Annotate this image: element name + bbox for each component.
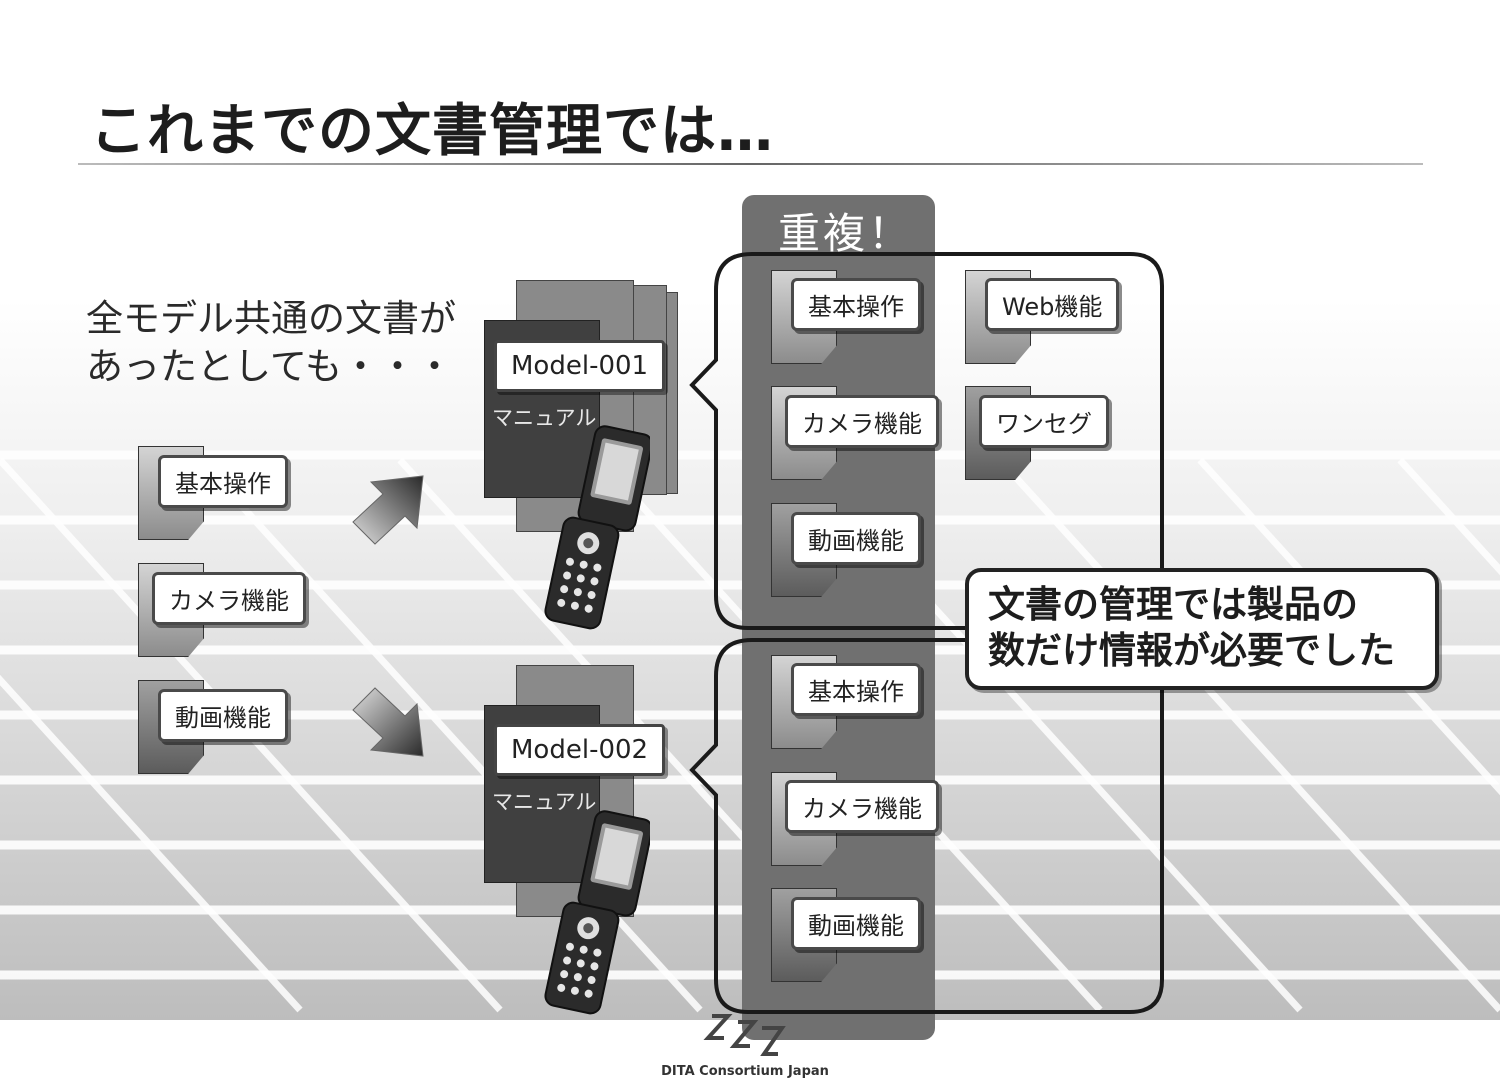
footer-org-name: DITA Consortium Japan [661,1064,829,1079]
model-001-doc-basic-label: 基本操作 [791,278,921,331]
manual-001-title: マニュアル [492,406,597,430]
title-divider [78,163,1423,165]
common-doc-basic-label: 基本操作 [158,455,288,508]
model-002-doc-camera-label: カメラ機能 [785,780,939,833]
flip-phone-001-icon [544,425,650,630]
model-002-label: Model-002 [494,724,666,776]
model-001-label: Model-001 [494,340,666,392]
model-001-doc-camera-label: カメラ機能 [785,395,939,448]
summary-callout-text: 文書の管理では製品の 数だけ情報が必要でした [988,583,1395,672]
common-doc-video-label: 動画機能 [158,689,288,742]
manual-002-title: マニュアル [492,790,597,814]
arrow-up-right-icon [352,475,424,545]
model-001-doc-oneseg-label: ワンセグ [979,395,1109,448]
model-001-doc-video-label: 動画機能 [791,512,921,565]
page-title: これまでの文書管理では… [90,99,774,164]
dita-consortium-logo-icon [703,1014,786,1056]
flip-phone-002-icon [544,810,650,1015]
model-002-doc-video-label: 動画機能 [791,897,921,950]
common-doc-camera-label: カメラ機能 [152,572,306,625]
summary-callout [965,568,1439,690]
model-001-doc-web-label: Web機能 [985,278,1120,331]
duplicate-label: 重複！ [778,209,914,258]
arrow-down-right-icon [352,687,424,757]
intro-text: 全モデル共通の文書が あったとしても・・・ [86,297,456,388]
model-002-doc-basic-label: 基本操作 [791,663,921,716]
